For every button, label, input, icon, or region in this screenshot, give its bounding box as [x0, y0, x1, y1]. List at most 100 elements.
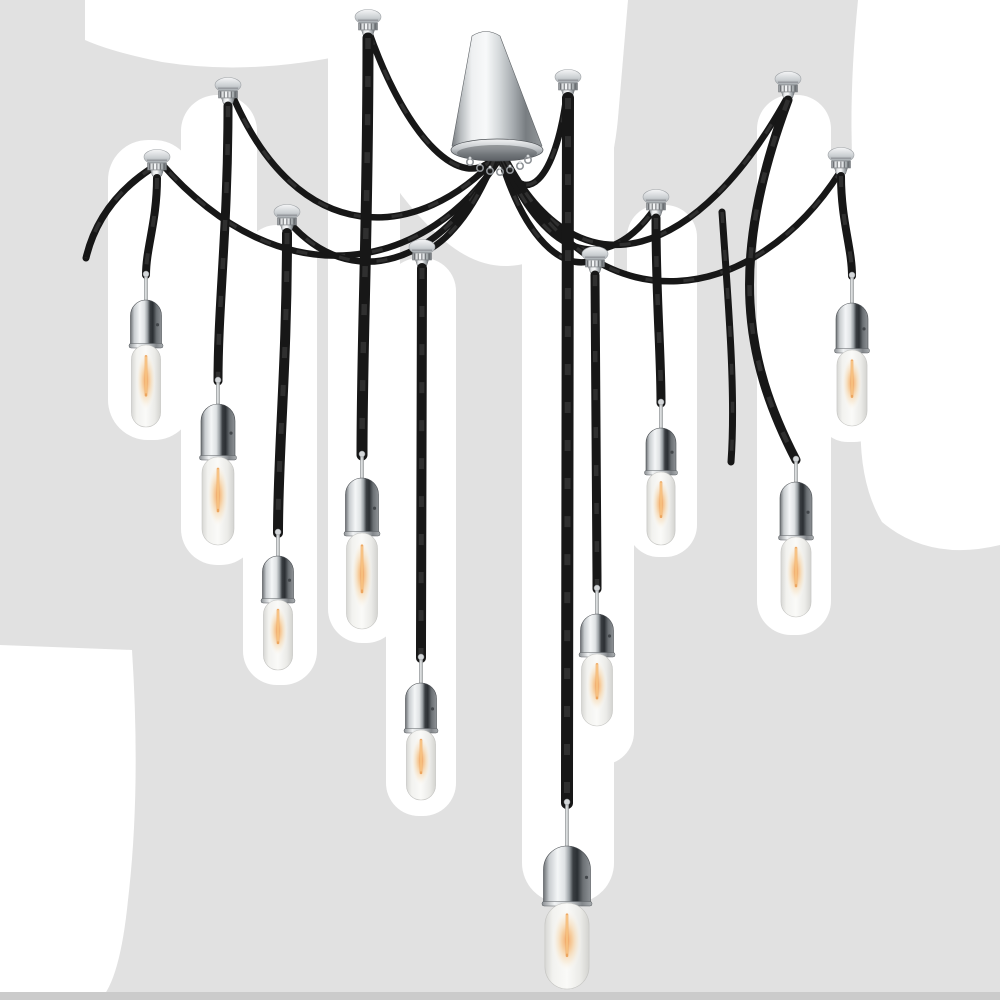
knurl-ridge	[289, 218, 292, 225]
knurl-ridge	[570, 83, 573, 90]
knurl-ridge	[651, 203, 653, 210]
knurl-ridge	[286, 218, 288, 225]
button-groove	[358, 19, 378, 21]
knurl-ridge	[367, 23, 369, 30]
button-groove	[218, 87, 238, 89]
knurl-ridge	[648, 203, 650, 210]
pendant-socket	[200, 403, 236, 458]
bulb-filament-core	[795, 548, 797, 585]
knurl-ridge	[152, 163, 154, 170]
button-neck	[221, 97, 235, 105]
button-dome	[827, 147, 855, 163]
ceiling-button-A6	[774, 71, 802, 103]
knurl-ridge	[424, 253, 427, 260]
stem-collar	[657, 398, 665, 406]
knurl-ridge	[370, 23, 373, 30]
button-dome	[273, 204, 301, 220]
pendant-P10	[834, 271, 870, 427]
pendant-stem	[565, 799, 569, 850]
pendant-socket	[835, 302, 869, 351]
stem-collar	[563, 798, 571, 806]
knurl-ridge	[223, 91, 225, 98]
knurl-ridge	[783, 85, 785, 92]
socket-screw	[155, 323, 160, 327]
pendant-P6	[541, 798, 593, 990]
button-groove	[277, 214, 297, 216]
pendant-socket	[405, 682, 437, 731]
knurl-ridge	[790, 85, 793, 92]
strap-hook-pin	[498, 166, 502, 170]
leather-strap-swag-sheen	[229, 91, 500, 219]
leather-strap-swag	[497, 156, 598, 266]
leather-strap-drop-P7	[590, 270, 602, 594]
knurl-ridge	[363, 23, 365, 30]
stem-collar	[214, 376, 222, 384]
pendant-P5	[403, 653, 439, 801]
button-dome	[214, 77, 242, 93]
knurl-ridge	[428, 253, 430, 260]
pendant-P7	[578, 584, 616, 727]
ceiling-button-A7	[827, 147, 855, 179]
button-groove	[147, 159, 167, 161]
socket-screw	[229, 431, 233, 435]
strap-hook-pin	[468, 156, 472, 160]
knurl-ridge	[833, 161, 835, 168]
pendant-P4	[343, 450, 381, 630]
button-groove	[646, 199, 666, 201]
pendant-socket	[779, 481, 813, 538]
socket-screw	[430, 707, 435, 711]
pendant-socket	[130, 299, 162, 346]
bulb-filament-core	[361, 546, 363, 590]
leather-strap-drop-P4-sheen	[359, 37, 371, 456]
stem-collar	[848, 271, 856, 279]
knurl-ridge	[293, 218, 295, 225]
knurl-ridge	[234, 91, 236, 98]
leather-strap-tail	[718, 208, 737, 466]
knurl-ridge	[655, 203, 657, 210]
bulb-filament-core	[420, 740, 422, 772]
leather-strap-drop-P7-sheen	[592, 274, 600, 590]
pendant-socket	[345, 477, 379, 534]
canopy-rim-shadow	[457, 145, 537, 161]
leather-strap-swag-sheen	[367, 31, 496, 171]
stem-collar	[274, 528, 282, 536]
button-neck	[649, 209, 663, 217]
button-groove	[558, 79, 578, 81]
bulb-filament-core	[145, 356, 147, 394]
stem-collar	[142, 270, 150, 278]
knurl-ridge	[421, 253, 423, 260]
knurl-ridge	[567, 83, 569, 90]
knurl-ridge	[847, 161, 849, 168]
knurl-ridge	[156, 163, 158, 170]
leather-strap-drop-P1	[142, 174, 161, 279]
strap-drops	[142, 32, 856, 809]
knurl-ridge	[601, 260, 603, 267]
pendant-socket	[645, 427, 677, 473]
button-dome	[774, 71, 802, 87]
background-white-patch	[0, 645, 136, 1000]
bulb-filament-core	[596, 664, 598, 697]
knurl-ridge	[574, 83, 576, 90]
knurl-ridge	[836, 161, 838, 168]
pendant-socket	[262, 555, 294, 601]
knurl-ridge	[597, 260, 600, 267]
ceiling-button-A2	[143, 149, 171, 181]
knurl-ridge	[843, 161, 846, 168]
pendant-socket	[580, 613, 614, 655]
leather-strap-drop-P2-sheen	[215, 105, 231, 382]
background-bottom-shade	[0, 992, 1000, 1000]
knurl-ridge	[658, 203, 661, 210]
bulb-filament-core	[566, 915, 568, 954]
pendant-P2	[199, 376, 237, 546]
strap-hook-pin	[526, 154, 530, 158]
knurl-ridge	[662, 203, 664, 210]
socket-screw	[806, 510, 810, 514]
knurl-ridge	[220, 91, 222, 98]
knurl-ridge	[414, 253, 416, 260]
button-neck	[588, 266, 602, 274]
socket-screw	[862, 327, 866, 331]
bulb-filament-core	[277, 610, 279, 642]
bulb-filament-core	[851, 360, 853, 395]
knurl-ridge	[149, 163, 151, 170]
button-neck	[781, 91, 795, 99]
